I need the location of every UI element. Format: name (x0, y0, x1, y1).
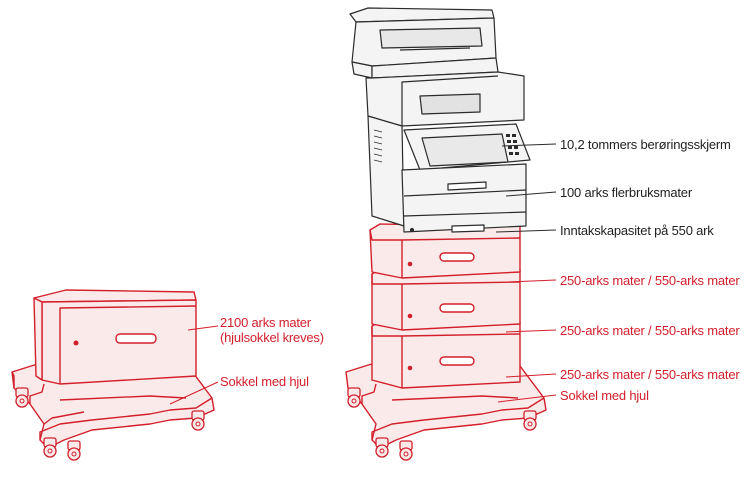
right-base-label: Sokkel med hjul (560, 388, 649, 403)
tray-label-3: 250-arks mater / 550-arks mater (560, 367, 740, 382)
tray-label-2: 250-arks mater / 550-arks mater (560, 323, 740, 338)
feeder-2100-label-line2: (hjulsokkel kreves) (220, 330, 324, 345)
paper-tray-icon (371, 319, 521, 389)
leader-lines (169, 143, 557, 405)
feeder-2100-label: 2100 arks mater (hjulsokkel kreves) (220, 315, 324, 345)
mfp-printer-icon (349, 7, 531, 233)
high-capacity-feeder-icon (33, 289, 197, 385)
touchscreen-label: 10,2 tommers berøringsskjerm (560, 137, 731, 152)
left-base-label: Sokkel med hjul (220, 374, 309, 389)
feeder-2100-label-line1: 2100 arks mater (220, 315, 311, 330)
mp-feeder-label: 100 arks flerbruksmater (560, 185, 692, 200)
tray-label-1: 250-arks mater / 550-arks mater (560, 273, 740, 288)
paper-tray-icon (371, 267, 521, 331)
input-capacity-label: Inntakskapasitet på 550 ark (560, 223, 714, 238)
paper-tray-icon (369, 223, 521, 279)
